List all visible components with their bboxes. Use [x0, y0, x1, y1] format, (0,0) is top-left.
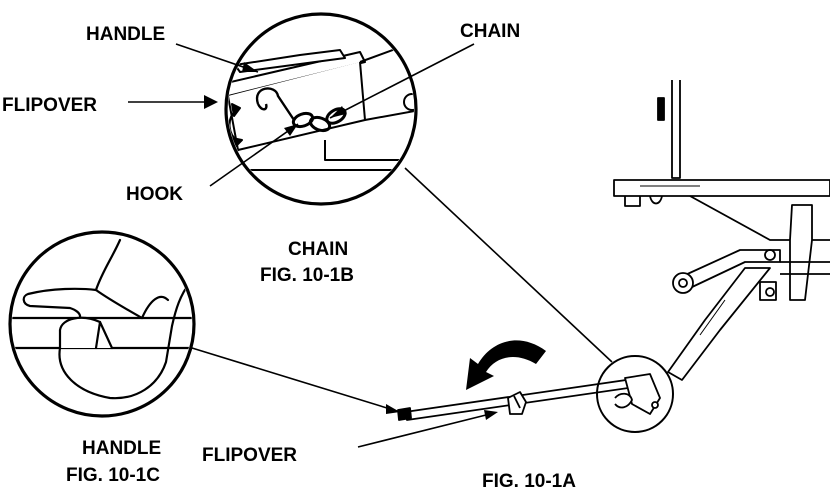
bed-frame — [613, 80, 830, 381]
label-flipover-left: FLIPOVER — [2, 95, 97, 116]
label-handle-top: HANDLE — [86, 24, 165, 45]
label-chain-caption: CHAIN — [288, 239, 348, 260]
detail-chain-circle — [224, 12, 418, 206]
pivot-callout-circle — [596, 355, 674, 433]
label-fig-c: FIG. 10-1C — [66, 465, 160, 486]
label-fig-a: FIG. 10-1A — [482, 471, 576, 492]
label-handle-caption: HANDLE — [82, 438, 161, 459]
rotation-arrow-icon — [466, 340, 546, 390]
label-hook: HOOK — [126, 184, 183, 205]
detail-handle-circle — [8, 230, 196, 418]
arrowheads — [204, 62, 498, 420]
flipover-bar — [397, 373, 661, 421]
label-flipover-bottom: FLIPOVER — [202, 445, 297, 466]
label-fig-b: FIG. 10-1B — [260, 265, 354, 286]
label-chain-top: CHAIN — [460, 21, 520, 42]
